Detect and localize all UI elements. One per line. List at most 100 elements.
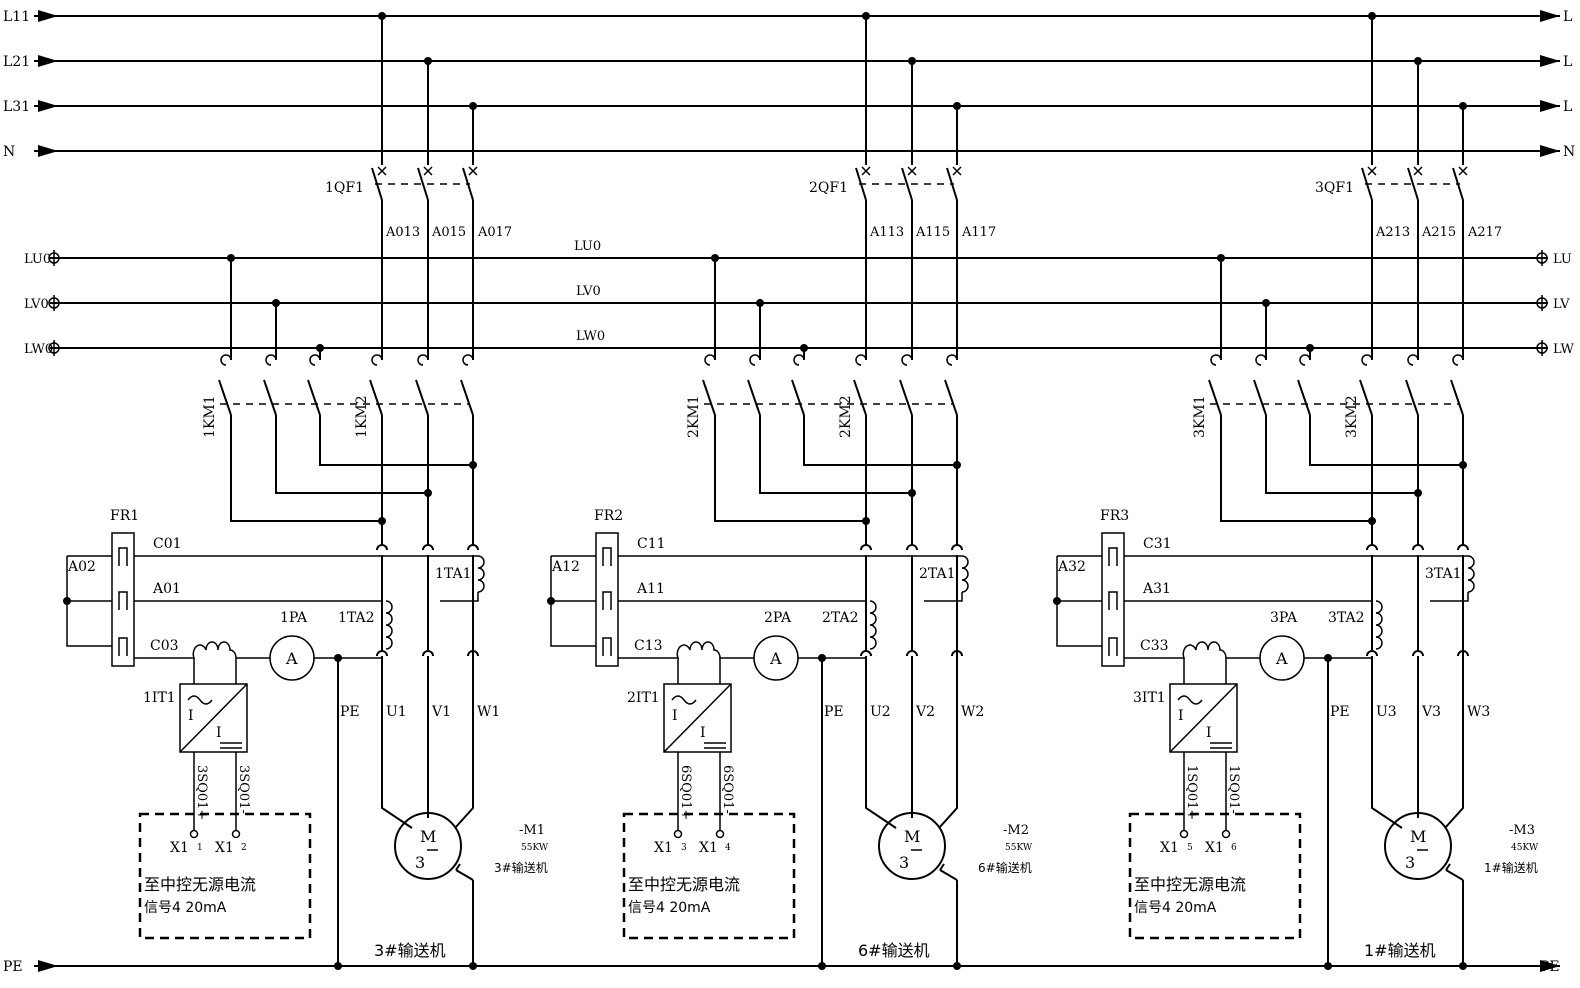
phase-label: V1 [431,704,451,720]
junction-dot [1459,962,1467,970]
control-wire-label: C13 [634,638,663,654]
signal-label: 3SQ01+ [194,765,209,820]
contact-hook [220,354,232,366]
bus-arrow-icon [1540,145,1560,157]
terminal-number: 1 [197,843,203,853]
terminal-label: X1 [215,840,234,856]
remote-text: 信号4 20mA [1134,900,1217,916]
relay-element [1108,637,1118,656]
relay-label: FR3 [1100,508,1129,524]
phase-hop [906,650,918,657]
cross-link [759,415,912,494]
motor-symbol: M [1410,827,1426,846]
relay-element [1108,547,1118,566]
thermal-relay [1101,532,1125,667]
terminal-icon [715,829,725,839]
phase-hop [860,544,872,551]
contactor1-label: 3KM1 [1192,395,1208,438]
ammeter-label: 2PA [764,610,792,626]
breaker-x [952,166,962,176]
motor-ground [455,869,474,881]
breaker-x [861,166,871,176]
relay-element [602,547,612,566]
thermal-relay [595,532,619,667]
terminal-label: X1 [654,840,673,856]
contactor-contact [1450,379,1464,416]
motor-duty: 6#输送机 [978,860,1032,875]
motor-lead [865,656,897,829]
transducer-mark: I [1178,708,1184,724]
ct1-coil-icon [961,555,969,593]
junction-dot [908,489,916,497]
relay-element [602,637,612,656]
contactor-contact [218,379,232,416]
bus-arrow-icon [1540,100,1560,112]
contactor-contact [1253,379,1267,416]
contactor-contact [747,379,761,416]
ct-wire [924,592,963,602]
motor-icon [1384,812,1452,880]
contactor-contact [369,379,383,416]
breaker-label: 1QF1 [325,180,364,196]
motor-icon [394,812,462,880]
ct2-coil-icon [869,600,877,650]
phase-hop [951,544,963,551]
phase-hop [1457,544,1469,551]
phase-label: W1 [477,704,500,720]
wire-label: A217 [1467,225,1502,240]
ct1-label: 1TA1 [435,566,472,582]
terminal-label: X1 [170,840,189,856]
ct2-label: 2TA2 [822,610,859,626]
motor-ground [939,869,958,881]
ct2-label: 1TA2 [338,610,375,626]
motor-power: 55KW [1005,843,1033,853]
contactor-contact [1359,379,1373,416]
contactor-contact [263,379,277,416]
breaker-x [377,166,387,176]
aux-label-right: LU [1553,252,1572,267]
aux-label-right: LV [1553,297,1570,312]
transducer-diag [663,683,732,753]
breaker-contact [901,167,913,201]
feeder-footer: 1#输送机 [1364,941,1436,960]
phase-hop [906,544,918,551]
loop-label: A12 [551,559,580,575]
breaker-x [1367,166,1377,176]
relay-element [118,637,128,656]
bus-label-right: N [1563,144,1575,160]
contact-hook [855,354,867,366]
remote-text: 信号4 20mA [144,900,227,916]
junction-dot [1324,962,1332,970]
ct2-coil-icon [385,600,393,650]
relay-body [111,532,135,667]
junction-dot [469,461,477,469]
cross-link [1265,415,1418,494]
breaker-x [423,166,433,176]
cross-link [803,415,957,466]
contact-hook [1407,354,1419,366]
bus-arrow-icon [38,55,58,67]
motor-power: 45KW [1511,843,1539,853]
phase-label: V3 [1421,704,1441,720]
phase-hop [422,650,434,657]
remote-box [138,812,312,940]
bus-label-left: L31 [3,99,30,115]
contactor2-label: 3KM2 [1344,395,1360,438]
contact-hook [1255,354,1267,366]
terminal-label: X1 [1205,840,1224,856]
cross-link [714,415,866,522]
remote-text: 信号4 20mA [628,900,711,916]
contactor-contact [1297,379,1311,416]
ct2-coil-icon [1375,600,1383,650]
relay-label: FR1 [110,508,139,524]
motor-tag: -M3 [1509,823,1535,838]
phase-hop [1366,650,1378,657]
cross-link [230,415,382,522]
breaker-label: 2QF1 [809,180,848,196]
